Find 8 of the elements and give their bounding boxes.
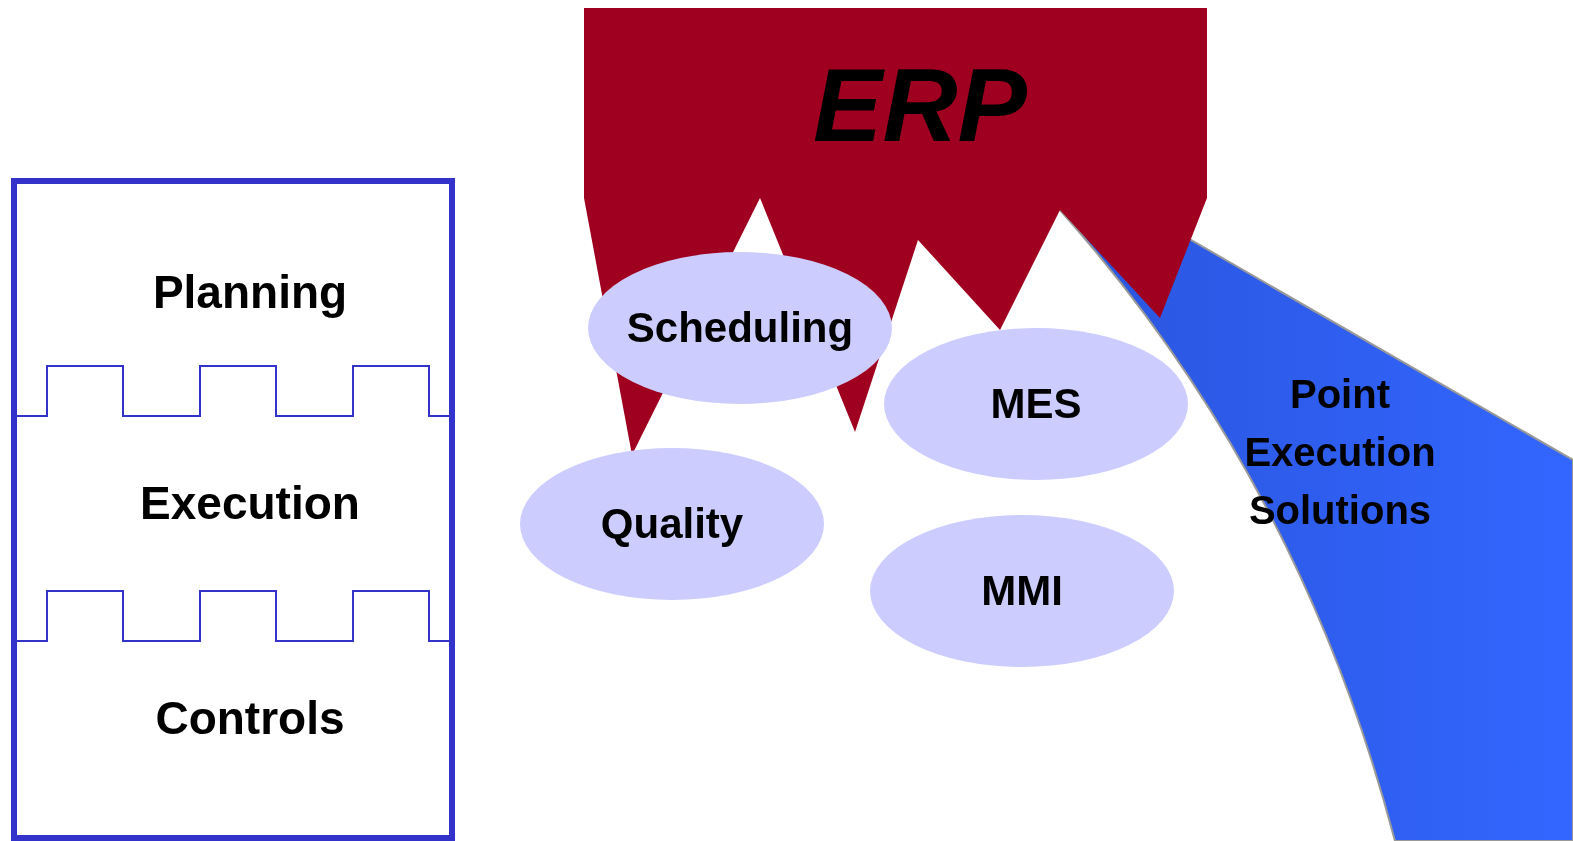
erp-title: ERP — [813, 45, 1027, 165]
module-ellipse: MMI — [870, 515, 1174, 667]
layer-label: Planning — [152, 265, 348, 319]
module-ellipse: Quality — [520, 448, 824, 600]
layer-label: Controls — [155, 691, 345, 745]
layer-label: Execution — [140, 476, 360, 530]
module-ellipse: MES — [884, 328, 1188, 480]
layer-panel — [11, 178, 455, 841]
